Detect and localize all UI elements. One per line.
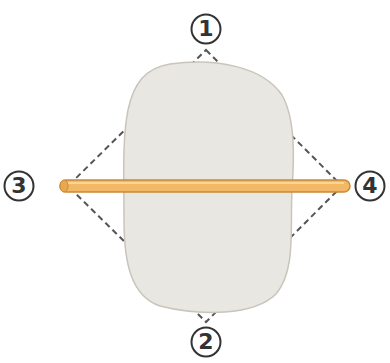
dowel-highlight [68, 182, 344, 184]
callout-number: 1 [198, 18, 213, 40]
callout-circle: 3 [3, 170, 35, 202]
callout-circle: 2 [190, 326, 222, 358]
wooden-dowel [60, 180, 350, 192]
callout-number: 2 [198, 331, 213, 353]
callout-number: 4 [362, 175, 377, 197]
dowel-end [60, 180, 68, 192]
callout-number: 3 [11, 175, 26, 197]
callout-circle: 1 [190, 13, 222, 45]
callout-circle: 4 [354, 170, 386, 202]
